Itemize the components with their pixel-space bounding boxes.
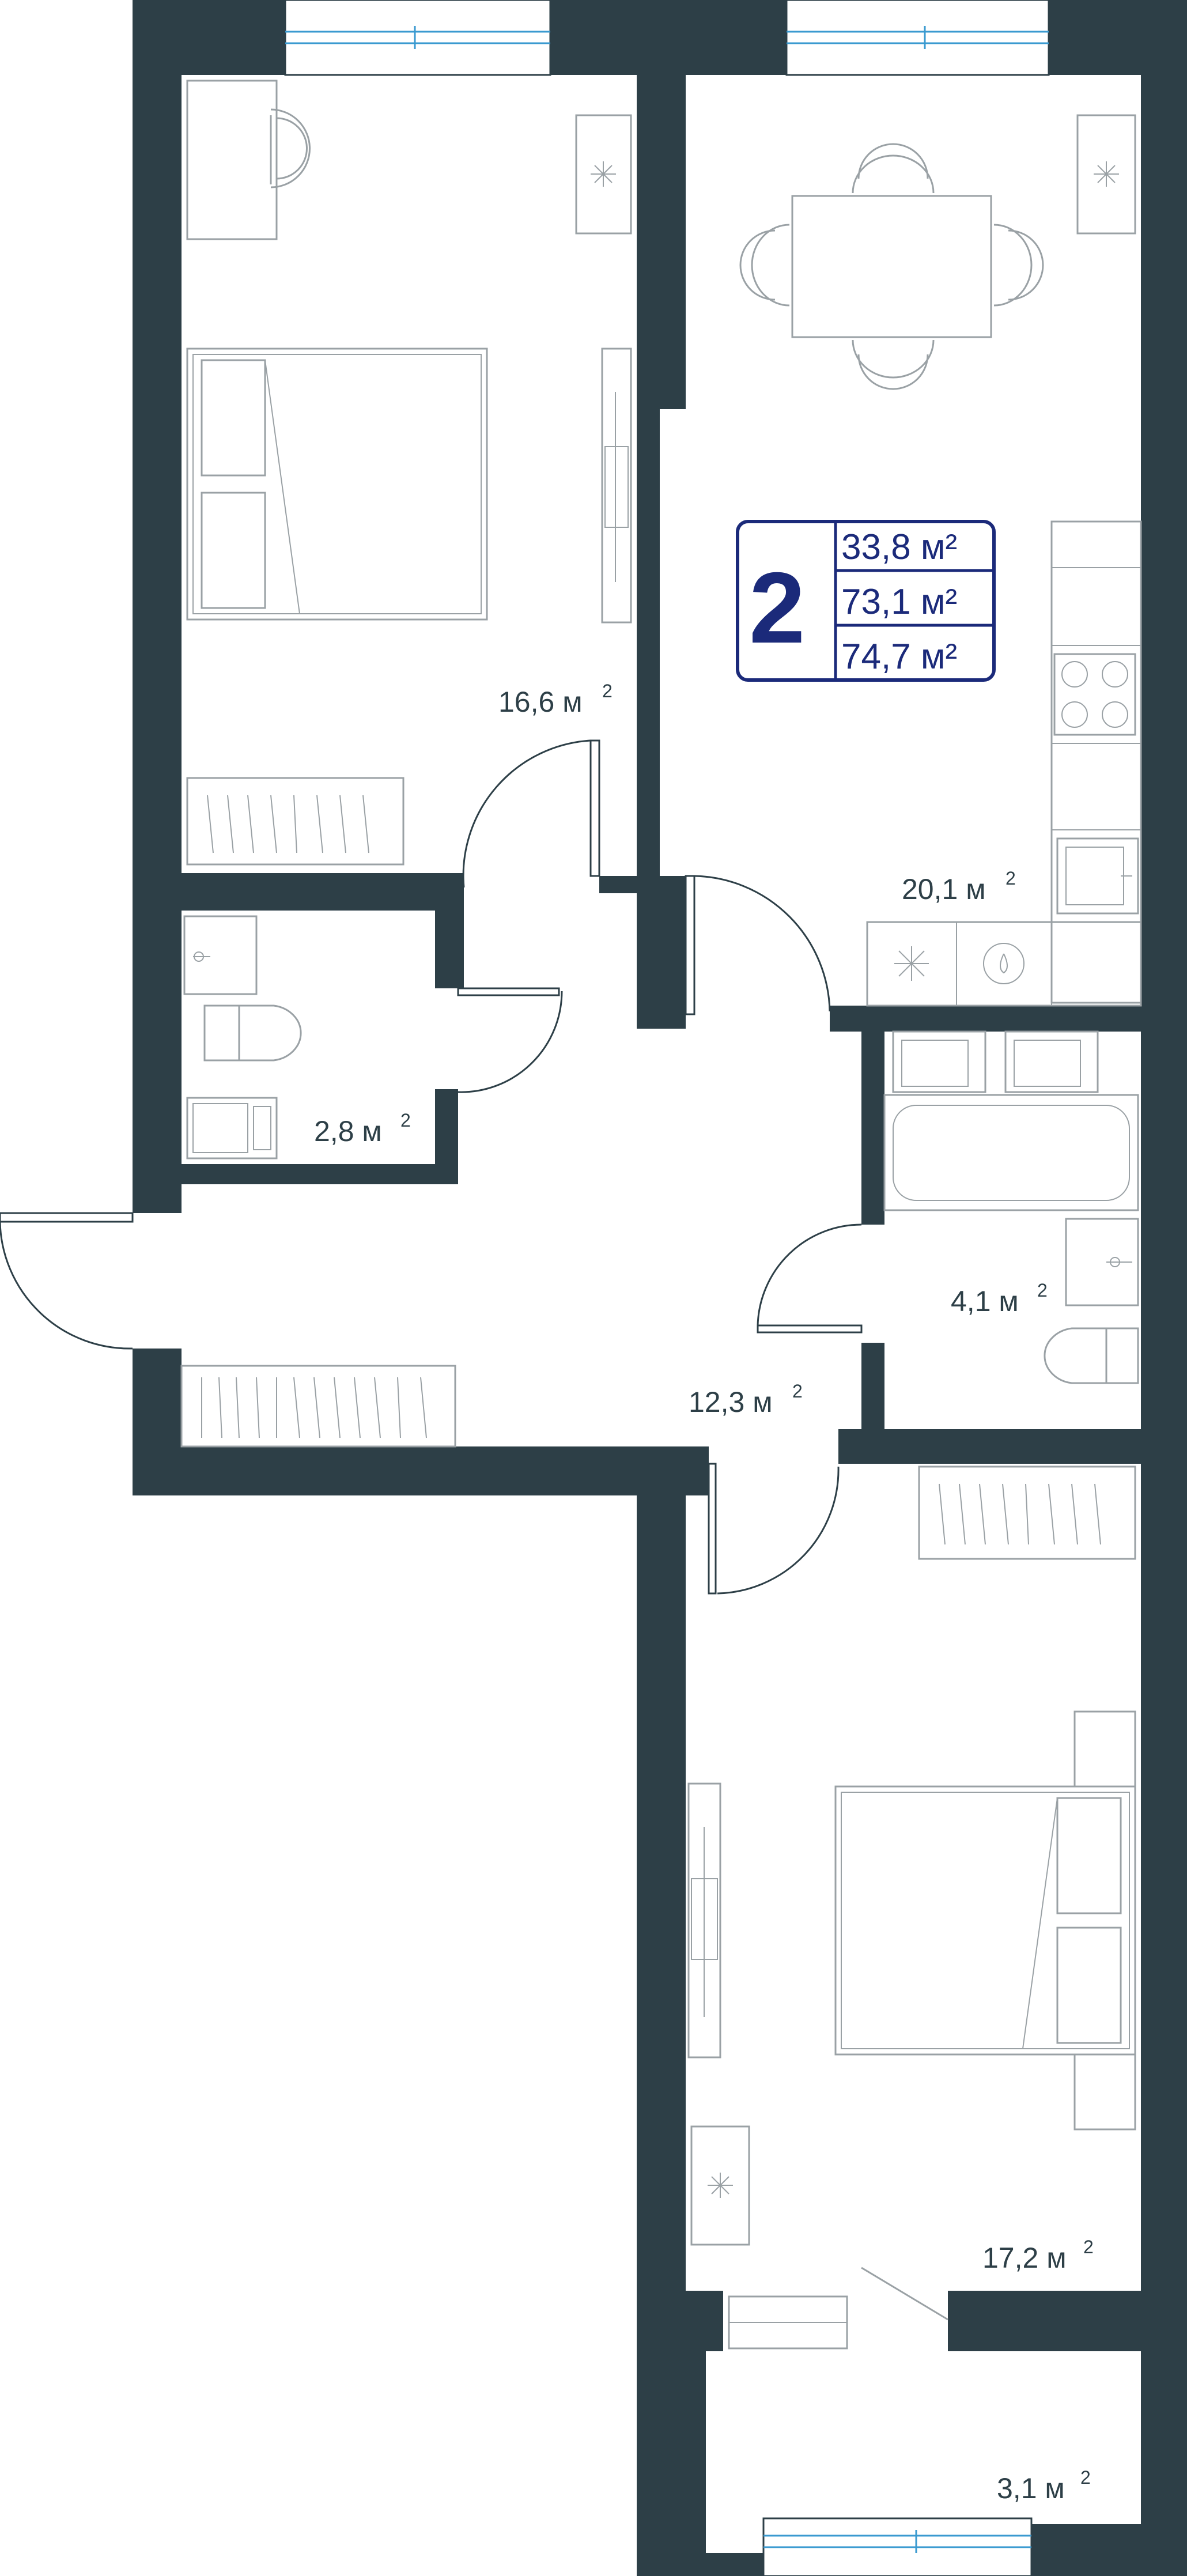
svg-text:16,6 м: 16,6 м bbox=[498, 686, 583, 718]
window-balcony bbox=[762, 2517, 1033, 2576]
room-label-bathroom: 4,1 м 2 bbox=[951, 1280, 1048, 1317]
door-bedroom-2 bbox=[708, 1463, 840, 1595]
bedroom-1-bookshelf bbox=[186, 777, 405, 866]
bedroom-1-ac-unit bbox=[575, 114, 632, 235]
bedroom-1-desk bbox=[186, 80, 278, 240]
kitchen-sink bbox=[1056, 837, 1139, 915]
door-bathroom bbox=[757, 1223, 863, 1334]
bedroom-2-nightstands bbox=[1073, 1710, 1136, 2131]
room-label-bedroom-1: 16,6 м 2 bbox=[498, 681, 613, 718]
bedroom-2-ac-unit bbox=[690, 2125, 750, 2246]
bedroom-2-bed bbox=[834, 1785, 1136, 2056]
walls bbox=[133, 0, 1187, 2576]
room-label-balcony: 3,1 м 2 bbox=[997, 2467, 1091, 2505]
bedroom-2-bookshelf bbox=[918, 1465, 1136, 1560]
room-label-bedroom-2: 17,2 м 2 bbox=[982, 2237, 1094, 2274]
door-bedroom-1 bbox=[462, 739, 600, 888]
room-label-hallway: 12,3 м 2 bbox=[689, 1381, 803, 1418]
bathroom-sink bbox=[1065, 1218, 1139, 1306]
toilet-wc bbox=[203, 1004, 302, 1062]
door-balcony bbox=[861, 2267, 948, 2321]
balcony-door-frame bbox=[728, 2295, 848, 2350]
total-area-with-balcony: 74,7 м² bbox=[841, 637, 957, 677]
kitchen-ac-unit bbox=[1076, 114, 1136, 235]
bathroom-tub bbox=[883, 1094, 1139, 1211]
kitchen-counter bbox=[1050, 520, 1142, 1004]
window-bedroom-1 bbox=[284, 0, 551, 76]
svg-text:12,3 м: 12,3 м bbox=[689, 1386, 773, 1418]
door-kitchen bbox=[685, 875, 831, 1015]
total-area: 73,1 м² bbox=[841, 582, 957, 622]
bathroom-wc bbox=[1044, 1327, 1139, 1384]
hallway-shoe-rack bbox=[180, 1365, 456, 1448]
svg-text:3,1 м: 3,1 м bbox=[997, 2472, 1065, 2505]
room-label-kitchen-living: 20,1 м 2 bbox=[902, 868, 1016, 905]
kitchen-table bbox=[791, 195, 992, 338]
svg-text:17,2 м: 17,2 м bbox=[982, 2242, 1067, 2274]
bedroom-1-wardrobe bbox=[601, 348, 632, 624]
svg-text:2: 2 bbox=[792, 1381, 803, 1402]
bedroom-1-bed bbox=[186, 348, 488, 621]
svg-text:2: 2 bbox=[1037, 1280, 1048, 1301]
svg-text:4,1 м: 4,1 м bbox=[951, 1285, 1019, 1317]
svg-text:2: 2 bbox=[602, 681, 613, 701]
toilet-washer bbox=[186, 1097, 278, 1159]
apartment-badge: 2 33,8 м² 73,1 м² 74,7 м² bbox=[736, 520, 996, 682]
svg-text:20,1 м: 20,1 м bbox=[902, 873, 986, 905]
bedroom-1-chair bbox=[270, 108, 311, 188]
svg-text:2,8 м: 2,8 м bbox=[314, 1115, 382, 1147]
svg-text:2: 2 bbox=[400, 1110, 411, 1131]
kitchen-chairs bbox=[739, 143, 1044, 390]
bathroom-washers bbox=[892, 1030, 1099, 1093]
kitchen-lower-cabinets bbox=[866, 921, 1142, 1007]
door-toilet bbox=[457, 987, 563, 1093]
svg-text:2: 2 bbox=[1083, 2237, 1094, 2257]
room-count: 2 bbox=[749, 552, 805, 664]
window-kitchen bbox=[785, 0, 1050, 76]
svg-text:2: 2 bbox=[1005, 868, 1016, 889]
door-entrance bbox=[0, 1212, 134, 1350]
svg-text:2: 2 bbox=[1080, 2467, 1091, 2488]
room-label-toilet: 2,8 м 2 bbox=[314, 1110, 411, 1147]
bedroom-2-wardrobe bbox=[687, 1782, 721, 2058]
kitchen-stove bbox=[1053, 653, 1136, 736]
toilet-sink bbox=[183, 915, 258, 995]
living-area: 33,8 м² bbox=[841, 527, 957, 567]
